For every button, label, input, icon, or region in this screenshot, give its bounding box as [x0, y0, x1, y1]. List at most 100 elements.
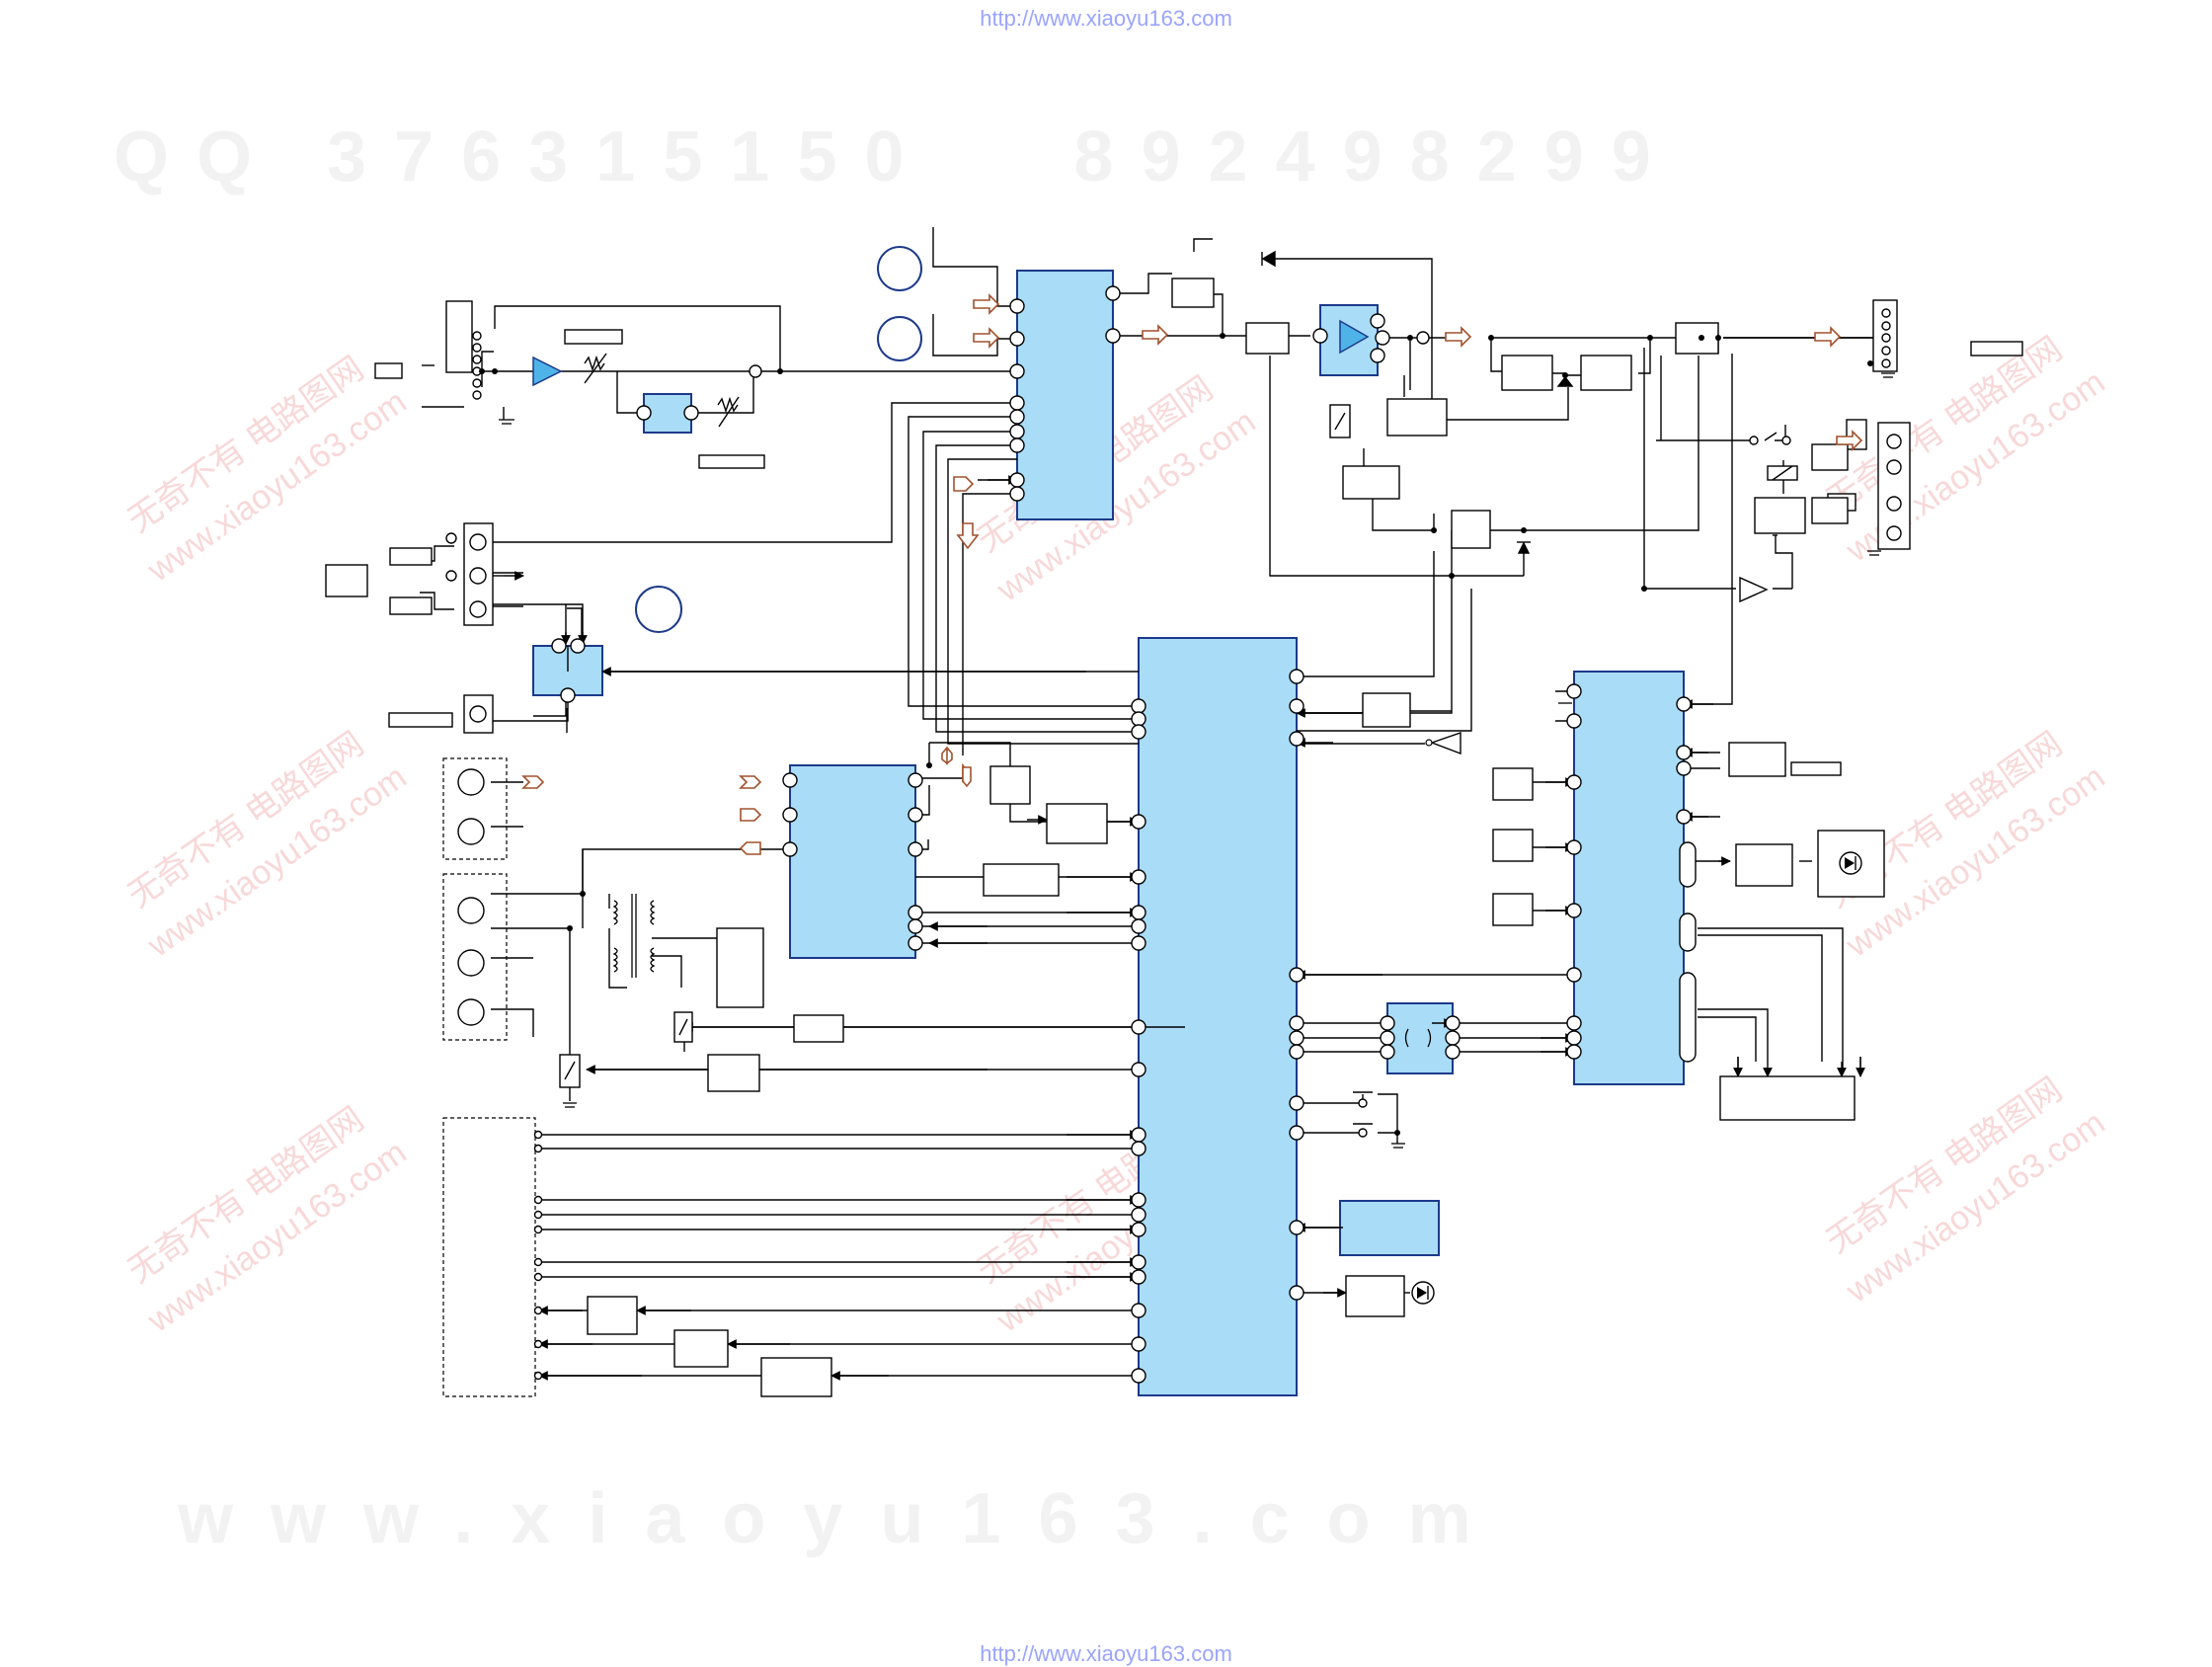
wire: [1297, 1094, 1364, 1104]
block: [1171, 278, 1215, 308]
stamp-watermarks: 无奇不有 电路图网 www.xiaoyu163.com 无奇不有 电路图网 ww…: [121, 330, 2112, 1340]
ic-audio-processor: [1016, 270, 1114, 520]
pin: [1375, 330, 1390, 346]
wire: [1193, 238, 1213, 252]
antenna-icon: [457, 998, 485, 1026]
potentiometer-icon: [584, 355, 605, 372]
signal-arrow: [1445, 326, 1472, 348]
buffer-symbol: [1739, 576, 1769, 603]
signal-arrow: [1142, 324, 1169, 346]
potentiometer-icon: [584, 353, 607, 384]
wire: [691, 371, 754, 414]
pin: [1009, 486, 1025, 502]
pin: [1131, 814, 1146, 830]
pin: [445, 570, 457, 582]
block: [1735, 843, 1793, 887]
pin: [570, 638, 586, 654]
pin: [1009, 409, 1025, 425]
block: [374, 362, 403, 379]
front-panel-connector: [442, 1117, 536, 1397]
wire: [908, 416, 1139, 707]
junction-dot: [479, 368, 485, 374]
wire: [491, 603, 584, 642]
block: [587, 1296, 638, 1335]
junction-dot: [567, 925, 573, 931]
pin: [1380, 1030, 1395, 1046]
signal-arrow: [521, 775, 545, 789]
signal-arrow: [953, 476, 975, 492]
signal-arrow: [941, 746, 953, 765]
motor-circle: [877, 246, 922, 291]
pin: [1131, 935, 1146, 951]
block: [1492, 829, 1534, 862]
potentiometer-icon: [717, 396, 739, 414]
pin: [1131, 1192, 1146, 1208]
pin: [1105, 285, 1121, 301]
pin: [1009, 424, 1025, 439]
wire: [1297, 530, 1453, 714]
pin: [1370, 348, 1385, 363]
pin: [1131, 869, 1146, 885]
label-box: [1790, 761, 1842, 776]
pin: [1289, 1285, 1304, 1301]
pin: [1566, 713, 1582, 729]
pin: [1881, 321, 1891, 331]
pin: [1131, 1222, 1146, 1237]
pin: [1131, 1062, 1146, 1077]
wire: [481, 351, 494, 387]
top-source-url: http://www.xiaoyu163.com: [980, 6, 1232, 31]
rca-jack: [469, 533, 487, 551]
switch-blade: [1334, 412, 1346, 431]
pin: [472, 355, 482, 364]
wire: [1490, 338, 1502, 372]
wire: [962, 493, 1017, 755]
pin: [1131, 918, 1146, 934]
block: [983, 863, 1060, 897]
pin: [1131, 1336, 1146, 1352]
pin: [1566, 774, 1582, 790]
pin: [1312, 328, 1328, 344]
ground-symbols: [499, 372, 1895, 1149]
diodes: [1261, 250, 1574, 554]
wire: [1463, 356, 1699, 531]
pin: [472, 331, 482, 341]
pin: [683, 405, 699, 421]
switch-contact: [1781, 436, 1791, 445]
motor-circle: [635, 586, 682, 633]
wire: [1698, 1008, 1769, 1062]
switch-blade: [678, 1018, 688, 1036]
speaker-terminal-pin: [1886, 525, 1902, 541]
pin: [1370, 313, 1385, 329]
rca-jack: [469, 567, 487, 585]
pin: [1676, 745, 1692, 760]
pin: [1380, 1044, 1395, 1060]
wire: [1009, 800, 1047, 823]
large-circles: [635, 246, 922, 633]
block: [1501, 355, 1553, 391]
pin: [1289, 1220, 1304, 1235]
pin: [1131, 1207, 1146, 1223]
switch-blade: [1764, 432, 1778, 441]
label-box: [1970, 341, 2023, 357]
junction-dot: [1698, 335, 1704, 341]
junction-dot: [926, 762, 932, 768]
pin: [1009, 331, 1025, 347]
wire: [947, 458, 1139, 745]
pin: [1566, 967, 1582, 983]
signal-arrow: [973, 293, 1000, 315]
switch-contact: [1358, 1098, 1368, 1108]
signal-arrow: [1814, 326, 1842, 348]
diode: [1556, 375, 1574, 387]
pill-pin: [1679, 841, 1697, 888]
pin: [1131, 698, 1146, 714]
wire: [922, 431, 1139, 720]
wire: [1684, 354, 1733, 705]
junction-dot: [1449, 573, 1455, 579]
junction-dot: [1715, 335, 1721, 341]
block: [1580, 355, 1632, 391]
pin: [1289, 1044, 1304, 1060]
pin: [1566, 1030, 1582, 1046]
junction-dot: [1641, 586, 1647, 592]
watermark-qq-line: QQ 376315150 892498299: [114, 118, 1679, 197]
